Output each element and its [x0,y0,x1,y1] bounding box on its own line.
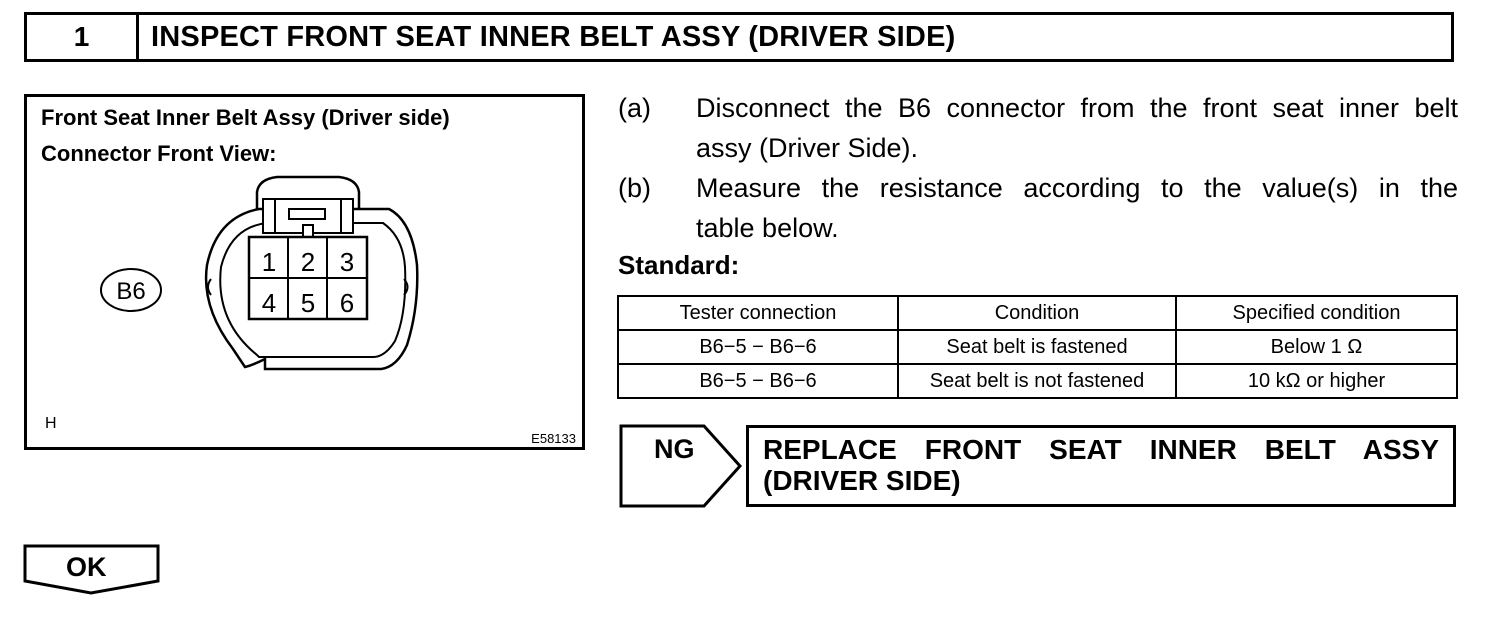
step-title: INSPECT FRONT SEAT INNER BELT ASSY (DRIV… [151,20,956,53]
table-header: Specified condition [1175,295,1458,331]
pin-number: 1 [262,247,276,277]
spec-table: Tester connection Condition Specified co… [617,295,1458,399]
instruction-b-line2: table below. [696,213,839,243]
ng-action-line2: (DRIVER SIDE) [763,465,961,496]
instruction-a-label: (a) [618,93,651,123]
connector-diagram: B6 1 2 3 4 5 6 [100,175,419,371]
instruction-b: Measure the resistance according to the … [696,168,1458,248]
instruction-a: Disconnect the B6 connector from the fro… [696,88,1458,168]
step-header: 1 INSPECT FRONT SEAT INNER BELT ASSY (DR… [24,12,1454,62]
table-row: B6−5 − B6−6 Seat belt is fastened Below … [617,329,1458,365]
figure-caption-view: Connector Front View: [41,141,277,166]
pin-number: 3 [340,247,354,277]
pin-number: 2 [301,247,315,277]
ok-arrow-shape [23,544,160,595]
connector-latch [255,175,361,209]
instruction-a-line2: assy (Driver Side). [696,133,919,163]
connector-housing-inner [219,222,407,358]
table-row: B6−5 − B6−6 Seat belt is not fastened 10… [617,363,1458,399]
connector-housing-outer [204,207,419,371]
instruction-b-line1: Measure the resistance according to the … [696,173,1458,203]
figure-caption-title: Front Seat Inner Belt Assy (Driver side) [41,105,450,130]
step-number: 1 [27,15,139,59]
ng-arrow-shape [619,424,743,508]
ng-action-box: REPLACE FRONT SEAT INNER BELT ASSY (DRIV… [746,425,1456,507]
pin-number: 4 [262,288,276,318]
ng-label: NG [654,434,695,464]
table-cell: Seat belt is not fastened [897,363,1177,399]
table-cell: B6−5 − B6−6 [617,329,899,365]
table-cell: 10 kΩ or higher [1175,363,1458,399]
standard-label: Standard: [618,250,740,280]
instruction-b-label: (b) [618,173,651,203]
table-header: Tester connection [617,295,899,331]
table-cell: Below 1 Ω [1175,329,1458,365]
connector-label: B6 [116,278,145,305]
connector-label-ellipse [100,268,162,312]
ng-action-line1: REPLACE FRONT SEAT INNER BELT ASSY [763,434,1439,465]
connector-figure: Front Seat Inner Belt Assy (Driver side)… [24,94,585,450]
ok-label: OK [66,552,107,582]
table-header: Condition [897,295,1177,331]
table-header-row: Tester connection Condition Specified co… [617,295,1458,331]
figure-code: E58133 [531,431,576,446]
pin-number: 6 [340,288,354,318]
figure-corner-mark: H [45,415,57,432]
table-cell: B6−5 − B6−6 [617,363,899,399]
pin-number: 5 [301,288,315,318]
instruction-a-line1: Disconnect the B6 connector from the fro… [696,93,1458,123]
table-cell: Seat belt is fastened [897,329,1177,365]
